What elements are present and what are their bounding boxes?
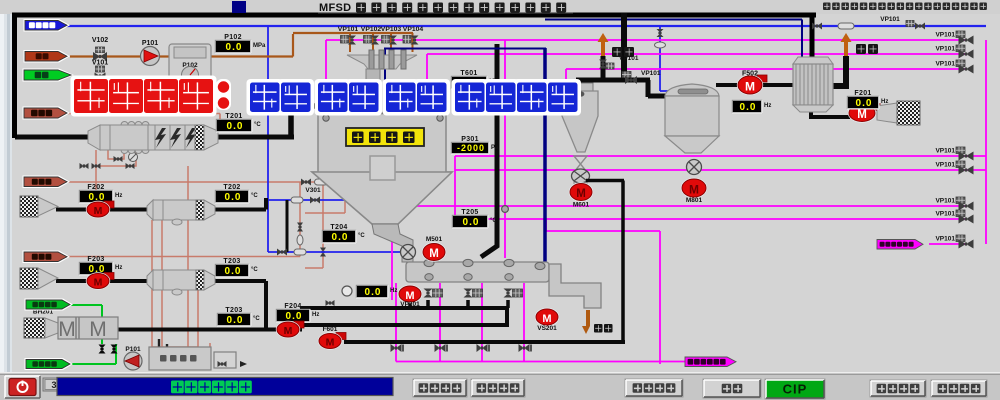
svg-text:VP101: VP101: [880, 16, 900, 23]
svg-text:M: M: [429, 248, 439, 260]
svg-text:VP102: VP102: [361, 26, 382, 33]
svg-text:P102: P102: [182, 62, 198, 69]
svg-text:VP101: VP101: [935, 236, 955, 243]
svg-text:0.0: 0.0: [225, 266, 242, 277]
svg-text:0.0: 0.0: [332, 232, 349, 243]
svg-text:0.0: 0.0: [740, 102, 757, 113]
svg-text:M801: M801: [686, 197, 703, 204]
svg-text:0.0: 0.0: [226, 42, 243, 53]
svg-text:T601: T601: [460, 70, 477, 77]
svg-text:M: M: [689, 182, 699, 196]
svg-text:T204: T204: [330, 224, 347, 231]
svg-text:Hz: Hz: [115, 265, 122, 271]
svg-text:T203: T203: [223, 258, 240, 265]
svg-text:F203: F203: [87, 256, 104, 263]
svg-text:M601: M601: [573, 202, 590, 209]
svg-text:M501: M501: [426, 236, 443, 243]
svg-text:F204: F204: [284, 303, 301, 310]
svg-text:0.0: 0.0: [856, 98, 873, 109]
svg-text:M: M: [857, 109, 867, 121]
svg-text:VP101: VP101: [935, 61, 955, 68]
svg-text:VP101: VP101: [641, 70, 661, 77]
svg-text:P101: P101: [125, 346, 141, 353]
svg-text:°C: °C: [251, 267, 258, 273]
svg-text:Hz: Hz: [764, 103, 771, 109]
svg-text:M: M: [284, 325, 293, 337]
svg-text:P101: P101: [142, 40, 158, 47]
svg-text:VS201: VS201: [537, 325, 557, 332]
svg-text:V301: V301: [305, 187, 321, 194]
svg-text:M: M: [94, 277, 103, 289]
svg-text:VP101: VP101: [935, 148, 955, 155]
svg-text:M: M: [58, 318, 76, 341]
svg-text:VP101: VP101: [935, 211, 955, 218]
svg-text:M: M: [94, 205, 103, 217]
svg-text:VP101: VP101: [935, 198, 955, 205]
svg-text:Hz: Hz: [312, 312, 319, 318]
svg-text:VP101: VP101: [338, 26, 359, 33]
svg-text:0.0: 0.0: [286, 311, 303, 322]
svg-text:MFSD: MFSD: [319, 2, 351, 14]
svg-text:VP103: VP103: [381, 26, 402, 33]
svg-text:0.0: 0.0: [89, 264, 106, 275]
svg-text:T203: T203: [225, 307, 242, 314]
svg-text:0.0: 0.0: [227, 121, 244, 132]
svg-text:°C: °C: [253, 316, 260, 322]
svg-text:CIP: CIP: [783, 382, 808, 397]
svg-text:0.0: 0.0: [225, 192, 242, 203]
svg-text:M: M: [576, 188, 586, 200]
svg-text:V102: V102: [92, 37, 108, 44]
svg-text:F201: F201: [854, 90, 871, 97]
svg-text:3: 3: [51, 380, 56, 390]
svg-text:F502: F502: [742, 71, 758, 78]
svg-text:VP104: VP104: [403, 26, 424, 33]
svg-text:°C: °C: [490, 218, 497, 224]
svg-text:T202: T202: [223, 184, 240, 191]
svg-text:0.0: 0.0: [227, 315, 244, 326]
svg-text:F202: F202: [87, 184, 104, 191]
svg-text:°C: °C: [358, 233, 365, 239]
svg-text:0.0: 0.0: [463, 217, 480, 228]
svg-text:0.0: 0.0: [89, 192, 106, 203]
svg-text:M: M: [89, 318, 107, 341]
svg-text:VP101: VP101: [935, 162, 955, 169]
svg-text:Hz: Hz: [115, 193, 122, 199]
svg-text:VP101: VP101: [935, 46, 955, 53]
svg-text:Pa: Pa: [491, 145, 499, 151]
svg-text:M: M: [405, 290, 414, 302]
svg-text:T201: T201: [225, 113, 242, 120]
svg-text:°C: °C: [251, 193, 258, 199]
svg-text:F601: F601: [323, 326, 338, 333]
svg-text:VP101: VP101: [619, 55, 639, 62]
svg-text:-2000: -2000: [457, 143, 485, 153]
svg-text:M: M: [326, 337, 335, 349]
svg-text:P102: P102: [224, 34, 242, 41]
svg-text:M: M: [542, 313, 551, 325]
svg-text:VP101: VP101: [935, 32, 955, 39]
svg-text:V101: V101: [92, 60, 108, 67]
svg-text:BH201: BH201: [33, 309, 54, 316]
svg-text:T205: T205: [461, 209, 478, 216]
svg-text:VP201: VP201: [400, 301, 420, 308]
svg-text:Hz: Hz: [390, 288, 397, 294]
svg-text:M: M: [745, 79, 755, 93]
svg-text:°C: °C: [254, 122, 261, 128]
svg-text:MPa: MPa: [253, 43, 266, 49]
svg-text:Hz: Hz: [881, 99, 888, 105]
svg-text:P301: P301: [461, 136, 479, 143]
svg-text:0.0: 0.0: [365, 287, 382, 298]
